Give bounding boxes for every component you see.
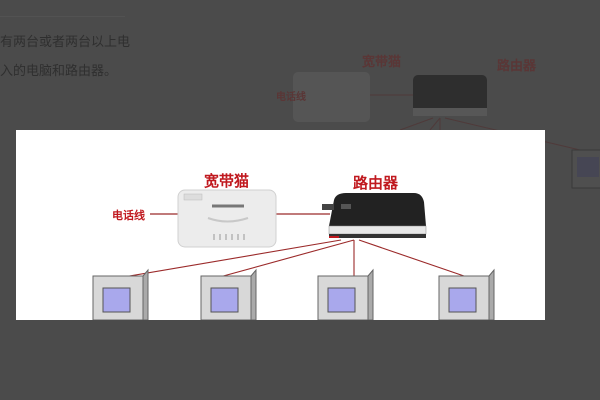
bg-modem-label: 宽带猫 xyxy=(362,55,402,70)
bg-router-label: 路由器 xyxy=(497,59,537,74)
modem-icon xyxy=(177,189,277,248)
computer-icon xyxy=(92,268,149,320)
computer-icon xyxy=(438,268,495,320)
computer-icon xyxy=(200,268,257,320)
bg-phone-line-label: 电话线 xyxy=(276,92,306,103)
computer-icon xyxy=(317,268,374,320)
network-diagram xyxy=(92,189,495,320)
article-text-line: 有两台或者两台以上电 xyxy=(0,35,131,50)
phone-line-label: 电话线 xyxy=(112,209,145,222)
bg-router-icon xyxy=(413,75,487,115)
bg-modem-icon xyxy=(293,72,370,122)
divider xyxy=(0,16,125,17)
lan-cable xyxy=(358,239,465,277)
article-text-line: 入的电脑和路由器。 xyxy=(0,64,118,79)
modem-label: 宽带猫 xyxy=(204,172,250,190)
router-label: 路由器 xyxy=(353,174,399,192)
router-icon xyxy=(322,193,427,238)
lightbox-image[interactable]: 宽带猫 路由器 电话线 xyxy=(16,130,545,320)
lan-cable xyxy=(215,239,355,279)
